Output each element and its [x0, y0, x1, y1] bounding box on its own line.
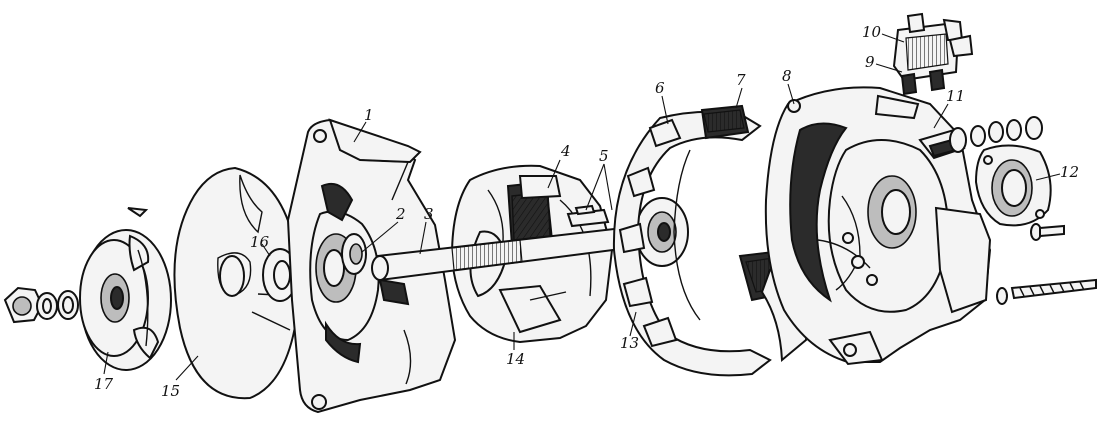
through-bolt	[996, 278, 1097, 305]
callout-6: 6	[655, 79, 665, 97]
callout-10: 10	[862, 23, 882, 41]
callout-17: 17	[94, 375, 114, 393]
callout-2: 2	[395, 205, 406, 223]
callout-5: 5	[599, 147, 609, 165]
callout-15: 15	[161, 382, 180, 400]
pulley	[79, 207, 172, 371]
fan	[173, 166, 302, 400]
callout-14: 14	[506, 350, 525, 368]
pulley-nut	[3, 286, 79, 324]
callout-9: 9	[865, 53, 875, 71]
front-bearing	[341, 233, 367, 275]
callout-4: 4	[560, 142, 571, 160]
callout-11: 11	[946, 87, 965, 105]
callout-7: 7	[736, 71, 746, 89]
rotor-shaft	[371, 204, 646, 282]
brush-holder	[892, 12, 974, 96]
callout-3: 3	[424, 205, 434, 223]
callout-13: 13	[620, 334, 639, 352]
callout-1: 1	[364, 106, 374, 124]
bearing-cover	[949, 116, 1052, 227]
callout-8: 8	[782, 67, 792, 85]
rear-bearing	[635, 197, 689, 267]
callout-12: 12	[1060, 163, 1079, 181]
callout-16: 16	[250, 233, 270, 251]
cover-screw	[1030, 223, 1065, 241]
callout-leaders	[103, 33, 1061, 381]
